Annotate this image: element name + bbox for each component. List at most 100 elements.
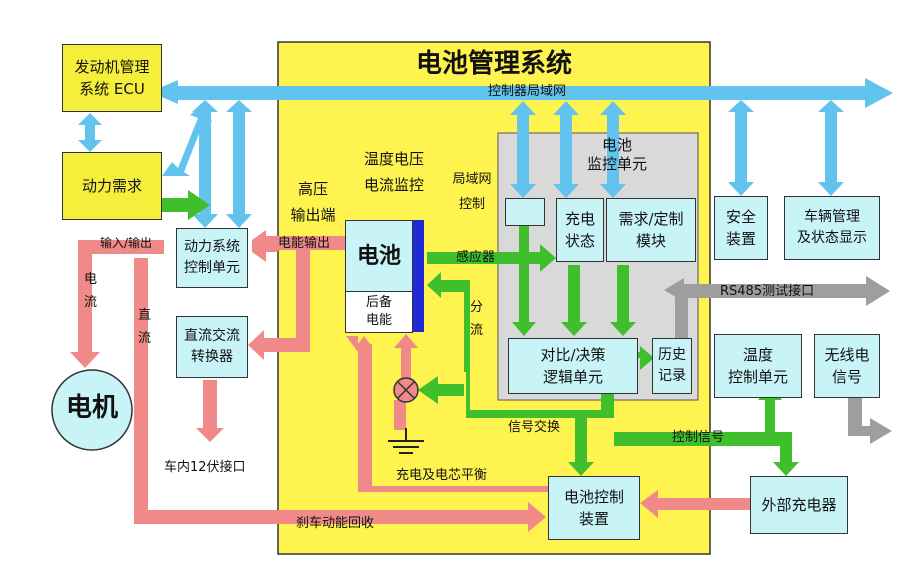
shunt-line2: 流 — [470, 323, 484, 339]
power-control-box: 动力系统 控制单元 — [176, 228, 248, 288]
vehicle-mgmt-line2: 及状态显示 — [797, 230, 867, 246]
vehicle-mgmt-box: 车辆管理 及状态显示 — [784, 196, 880, 260]
charge-state-box: 充电 状态 — [556, 198, 604, 262]
wireless-out-arrow — [848, 394, 892, 444]
history-box: 历史 记录 — [652, 338, 692, 394]
dc-line2: 流 — [138, 331, 152, 347]
arrow-io — [78, 240, 164, 254]
hv-output-label: 高压 输出端 — [282, 176, 344, 229]
power-control-line2: 控制单元 — [184, 260, 240, 276]
bms-monitor-line1: 电池 — [601, 136, 632, 154]
history-line1: 历史 — [658, 347, 686, 363]
current-line2: 流 — [84, 295, 98, 311]
lan-control-line1: 局域网 — [452, 172, 492, 187]
safety-line1: 安全 — [725, 207, 756, 226]
motor-text: 电机 — [65, 393, 118, 423]
backup-line1: 后备 — [365, 295, 392, 311]
arrow-lamp-battery — [394, 334, 418, 378]
temp-voltage-label: 温度电压 电流监控 — [364, 146, 424, 199]
can-arrow-bus-demand-module — [600, 101, 626, 198]
backup-line2: 电能 — [365, 313, 392, 328]
arrow-signal-battery-ctl — [568, 418, 594, 476]
current-line1: 电 — [84, 272, 98, 287]
energy-output-label: 电能输出 — [278, 236, 331, 251]
temp-voltage-line1: 温度电压 — [364, 150, 425, 168]
battery-control-line2: 装置 — [578, 510, 609, 528]
dc-label: 直 流 — [138, 304, 151, 351]
motor-circle — [51, 369, 133, 451]
charge-state-line2: 状态 — [564, 232, 595, 250]
demand-module-line2: 模块 — [635, 232, 666, 250]
arrow-charge-compare — [561, 265, 587, 336]
current-label: 电 流 — [84, 268, 97, 315]
battery-box: 电池 — [345, 220, 413, 292]
battery-strip — [412, 220, 424, 332]
can-arrow-bus-lan — [510, 101, 536, 198]
arrow-dc-brake — [134, 258, 148, 524]
temp-control-line2: 控制单元 — [727, 368, 788, 386]
demand-module-line1: 需求/定制 — [618, 209, 684, 228]
hv-output-line1: 高压 — [297, 180, 328, 198]
temp-control-line1: 温度 — [742, 345, 773, 364]
wireless-line1: 无线电 — [824, 345, 870, 364]
hv-output-line2: 输出端 — [290, 206, 336, 225]
safety-line2: 装置 — [725, 230, 756, 248]
arrow-control-signal — [614, 432, 799, 476]
external-charger-text: 外部充电器 — [761, 495, 837, 514]
arrow-ground-battery — [394, 400, 406, 430]
arrow-signal-exchange — [466, 372, 614, 418]
history-line2: 记录 — [658, 368, 686, 384]
battery-control-box: 电池控制 装置 — [548, 476, 640, 540]
arrow-dcac-12v — [196, 380, 224, 442]
battery-control-line1: 电池控制 — [563, 487, 624, 506]
arrow-shunt — [427, 272, 470, 372]
can-bus-arrows — [78, 78, 893, 228]
arrow-battery-sensor — [427, 244, 556, 272]
arrow-compare-history — [636, 346, 654, 370]
can-bus-label: 控制器局域网 — [488, 84, 567, 99]
car-12v-label: 车内12伏接口 — [164, 460, 246, 475]
power-control-line1: 动力系统 — [184, 239, 240, 255]
arrow-lan-compare — [512, 212, 536, 336]
can-arrow-ecu-demand — [78, 113, 102, 152]
charge-state-line1: 充电 — [564, 209, 595, 228]
can-arrow-bus-powerctl-2 — [226, 100, 252, 228]
temp-voltage-line2: 电流监控 — [364, 176, 425, 195]
charge-balance-label: 充电及电芯平衡 — [396, 468, 488, 483]
backup-box: 后备 电能 — [345, 291, 413, 333]
dc-line1: 直 — [138, 308, 152, 323]
rs485-drop-history — [675, 296, 688, 338]
shunt-line1: 分 — [470, 300, 484, 315]
arrow-balance — [346, 336, 550, 492]
power-demand-box: 动力需求 — [62, 152, 162, 220]
arrow-module-compare — [610, 265, 636, 336]
bms-monitor-line2: 监控单元 — [586, 154, 647, 173]
bms-title: 电池管理系统 — [415, 49, 572, 79]
dc-ac-box: 直流交流 转换器 — [176, 316, 248, 378]
arrow-balance-up — [358, 336, 370, 344]
demand-module-box: 需求/定制 模块 — [606, 198, 696, 262]
safety-box: 安全 装置 — [714, 196, 768, 260]
vehicle-mgmt-line1: 车辆管理 — [804, 209, 860, 225]
dc-ac-line2: 转换器 — [191, 349, 233, 365]
can-arrow-bus-charge — [553, 101, 579, 198]
io-label: 输入/输出 — [100, 236, 153, 250]
can-arrow-bus-powerctl-1 — [192, 100, 218, 228]
lan-control-label: 局域网 控制 — [446, 168, 498, 217]
arrow-temp-control — [758, 386, 782, 446]
compare-logic-line1: 对比/决策 — [540, 345, 606, 364]
bms-monitor-label: 电池 监控单元 — [572, 136, 662, 174]
wireless-box: 无线电 信号 — [814, 334, 880, 398]
engine-ecu-line2: 系统 ECU — [79, 80, 145, 98]
arrow-regen-brake — [134, 502, 546, 532]
rs485-label: RS485测试接口 — [720, 284, 815, 299]
sensor-label: 感应器 — [456, 250, 496, 265]
arrow-current-motor — [70, 240, 100, 368]
regen-brake-label: 刹车动能回收 — [296, 516, 375, 531]
arrow-energy-output — [252, 230, 345, 258]
battery-text: 电池 — [356, 243, 401, 269]
external-charger-box: 外部充电器 — [750, 476, 848, 534]
rs485-arrows — [664, 276, 892, 444]
wireless-line2: 信号 — [831, 368, 862, 386]
rs485-arrow — [664, 276, 890, 306]
